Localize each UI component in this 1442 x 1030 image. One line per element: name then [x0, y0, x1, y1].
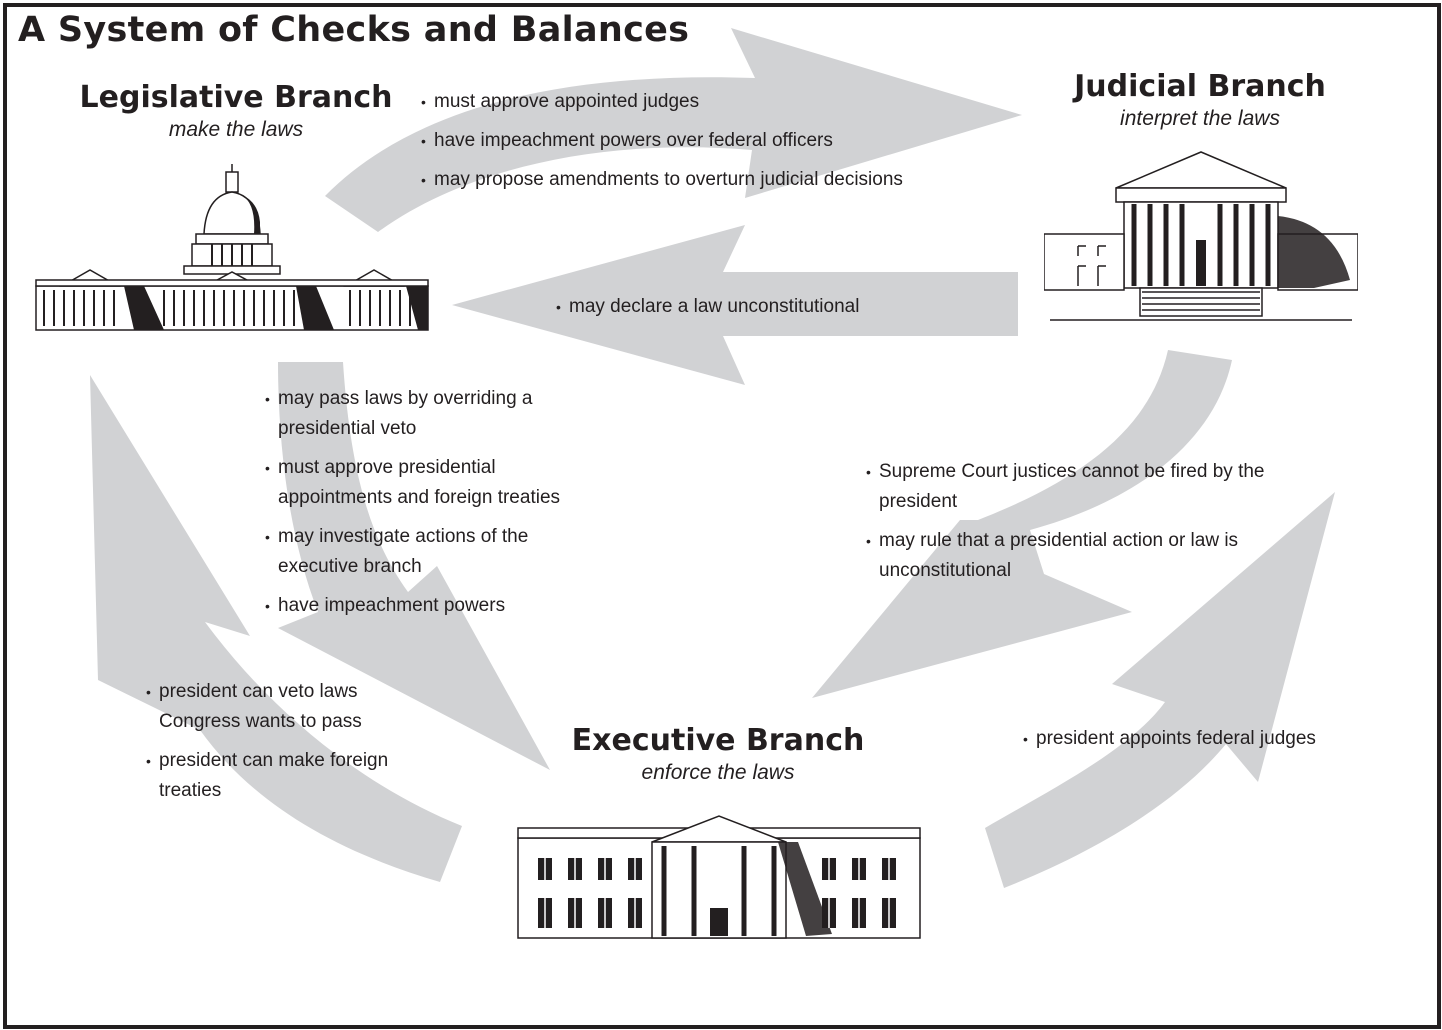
executive-branch-title: Executive Branch: [571, 723, 865, 758]
executive-to-judicial-checks: president appoints federal judges: [1023, 724, 1423, 763]
check-item: president appoints federal judges: [1023, 724, 1423, 754]
check-item: may investigate actions of the executive…: [265, 522, 595, 582]
page-title: A System of Checks and Balances: [18, 10, 690, 50]
diagram-frame: [3, 3, 1441, 1029]
legislative-branch-role: make the laws: [168, 118, 304, 141]
check-item: have impeachment powers: [265, 591, 595, 621]
check-item: may propose amendments to overturn judic…: [421, 165, 981, 195]
executive-branch-heading: Executive Branch enforce the laws: [548, 723, 888, 787]
arrow-executive-to-judicial: [985, 492, 1335, 888]
check-item: may rule that a presidential action or l…: [866, 526, 1266, 586]
judicial-to-legislative-checks: may declare a law unconstitutional: [556, 292, 996, 331]
check-item: must approve presidential appointments a…: [265, 453, 595, 513]
supreme-court-building-icon: [1044, 151, 1358, 321]
legislative-to-judicial-checks: must approve appointed judges have impea…: [421, 87, 981, 204]
executive-branch-role: enforce the laws: [641, 761, 795, 784]
check-item: Supreme Court justices cannot be fired b…: [866, 457, 1266, 517]
check-item: have impeachment powers over federal off…: [421, 126, 981, 156]
legislative-to-executive-checks: may pass laws by overriding a presidenti…: [265, 384, 595, 630]
judicial-branch-heading: Judicial Branch interpret the laws: [1040, 69, 1360, 133]
legislative-branch-heading: Legislative Branch make the laws: [58, 80, 414, 144]
white-house-icon: [517, 815, 921, 939]
judicial-branch-title: Judicial Branch: [1074, 69, 1326, 104]
check-item: may declare a law unconstitutional: [556, 292, 996, 322]
check-item: president can make foreign treaties: [146, 746, 421, 806]
legislative-branch-title: Legislative Branch: [79, 80, 393, 115]
check-item: president can veto laws Congress wants t…: [146, 677, 421, 737]
judicial-branch-role: interpret the laws: [1120, 107, 1280, 130]
check-item: may pass laws by overriding a presidenti…: [265, 384, 595, 444]
check-item: must approve appointed judges: [421, 87, 981, 117]
capitol-building-icon: [35, 164, 429, 331]
executive-to-legislative-checks: president can veto laws Congress wants t…: [146, 677, 421, 815]
arrow-judicial-to-executive: [812, 350, 1232, 698]
judicial-to-executive-checks: Supreme Court justices cannot be fired b…: [866, 457, 1266, 595]
